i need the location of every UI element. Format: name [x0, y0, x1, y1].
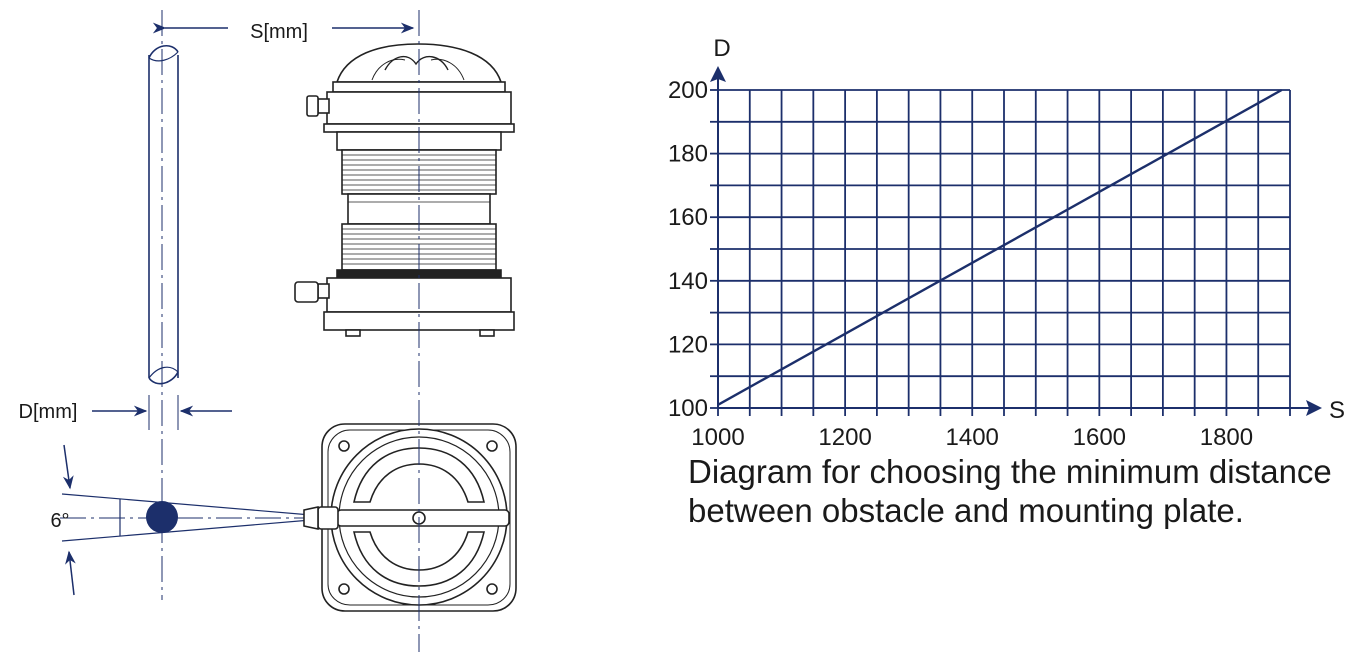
- x-tick-label: 1400: [946, 424, 999, 451]
- x-tick-label: 1000: [691, 424, 744, 451]
- chart-caption: Diagram for choosing the minimum distanc…: [688, 453, 1332, 529]
- y-tick-label: 200: [668, 77, 708, 104]
- x-tick-label: 1600: [1073, 424, 1126, 451]
- s-dimension-label: S[mm]: [250, 21, 308, 43]
- obstacle-cross-section: [146, 501, 178, 533]
- y-axis-arrow: [710, 66, 726, 82]
- x-tick-label: 1200: [818, 424, 871, 451]
- x-axis-arrow: [1306, 400, 1322, 416]
- d-dimension: [92, 395, 232, 430]
- chart-axes: [710, 66, 1322, 416]
- distance-chart: 1000 1200 1400 1600 1800 100 120 140 160 180 200 S…: [668, 35, 1345, 451]
- y-tick-label: 120: [668, 331, 708, 358]
- chart-ticks: 1000 1200 1400 1600 1800 100 120 140 160 180 200: [668, 77, 1291, 451]
- light-fixture-top-view: [303, 423, 517, 612]
- x-tick-label: 1800: [1200, 424, 1253, 451]
- obstacle-pole: [148, 45, 179, 385]
- y-tick-label: 100: [668, 395, 708, 422]
- chart-series: [717, 88, 1283, 406]
- y-tick-label: 160: [668, 204, 708, 231]
- d-dimension-label: D[mm]: [19, 401, 78, 423]
- series-line: [717, 88, 1283, 406]
- light-fixture-side-view: [294, 43, 515, 337]
- beam-angle: [60, 444, 315, 596]
- x-axis-title: S: [1329, 397, 1345, 424]
- y-tick-label: 180: [668, 141, 708, 168]
- y-tick-label: 140: [668, 268, 708, 295]
- chart-grid: [718, 89, 1291, 408]
- y-axis-title: D: [713, 35, 730, 62]
- angle-label: 6°: [50, 510, 69, 532]
